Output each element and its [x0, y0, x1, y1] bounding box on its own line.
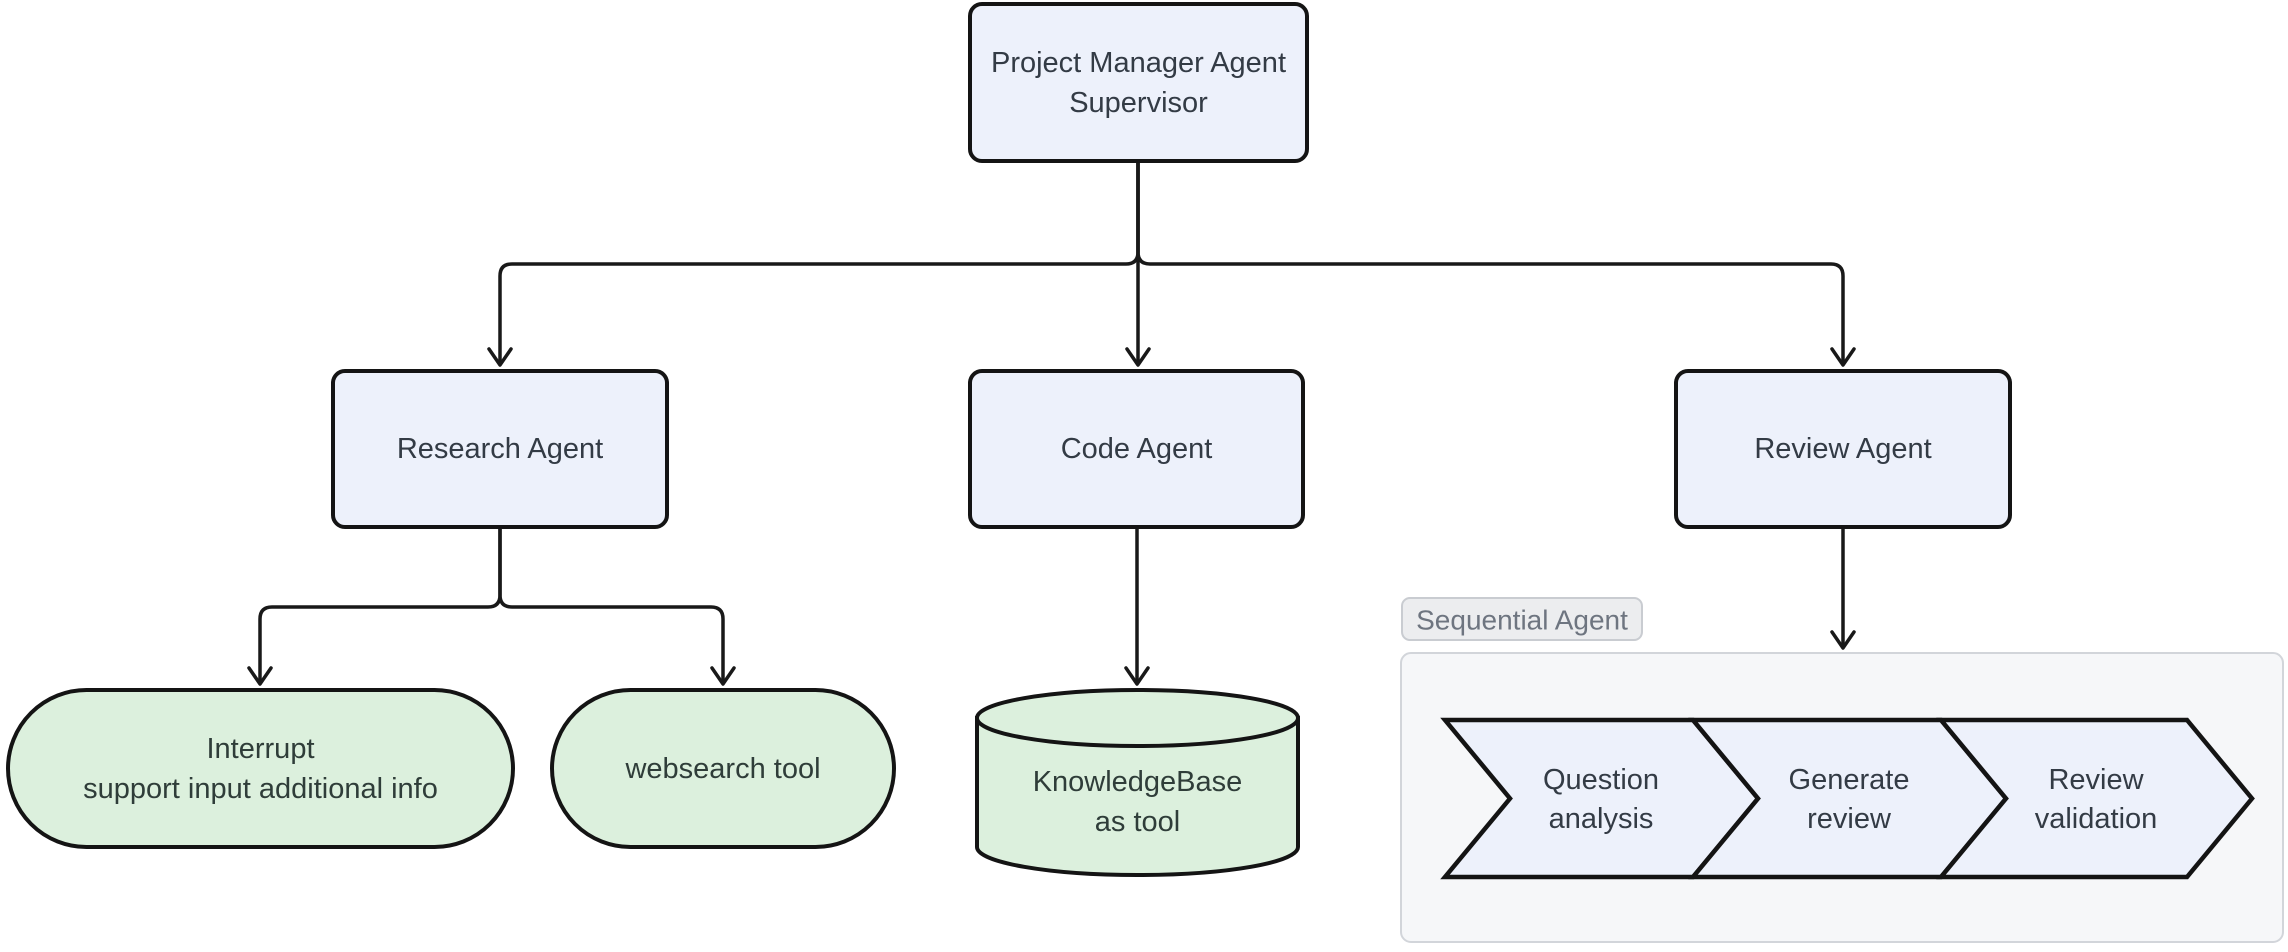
arrowhead-sequential [1830, 630, 1856, 650]
code-agent-label: Code Agent [1061, 433, 1213, 465]
knowledgebase-label-line1: KnowledgeBase [1033, 766, 1243, 798]
arrowhead-review [1830, 347, 1856, 367]
node-review-agent: Review Agent [1674, 369, 2012, 529]
node-code-agent: Code Agent [968, 369, 1305, 529]
research-agent-label: Research Agent [397, 433, 603, 465]
node-interrupt: Interrupt support input additional info [6, 688, 515, 849]
step-generate-review-line1: Generate [1789, 764, 1910, 796]
node-knowledgebase: KnowledgeBase as tool [975, 688, 1300, 877]
interrupt-label-line2: support input additional info [83, 773, 438, 805]
code-agent-box [968, 369, 1305, 529]
step-generate-review-line2: review [1807, 803, 1892, 835]
step-review-validation-line1: Review [2048, 764, 2144, 796]
arrowhead-code [1125, 347, 1151, 367]
knowledgebase-cylinder-body [975, 716, 1300, 877]
arrowhead-websearch [710, 666, 736, 686]
node-research-agent: Research Agent [331, 369, 669, 529]
arrowhead-interrupt [247, 666, 273, 686]
websearch-stadium [550, 688, 896, 849]
edge-research-to-interrupt [258, 527, 502, 683]
supervisor-label-line2: Supervisor [1069, 87, 1208, 119]
knowledgebase-cylinder-top [975, 688, 1300, 748]
supervisor-label-line1: Project Manager Agent [991, 47, 1286, 79]
sequential-agent-label: Sequential Agent [1416, 605, 1628, 636]
edge-supervisor-to-review [1136, 161, 1845, 364]
node-websearch-tool: websearch tool [550, 688, 896, 849]
step-review-validation-line2: validation [2035, 803, 2158, 835]
knowledgebase-label-line2: as tool [1095, 806, 1180, 838]
sequential-agent-cluster: Sequential Agent Question analysis Gener… [1400, 597, 2284, 943]
arrowhead-research [487, 347, 513, 367]
review-agent-label: Review Agent [1754, 433, 1931, 465]
step-review-validation-shape [1936, 717, 2255, 880]
edge-research-to-websearch [498, 527, 725, 683]
arrowhead-knowledgebase [1124, 666, 1150, 686]
edges [247, 161, 1856, 686]
nodes: Project Manager Agent Supervisor Researc… [6, 2, 2012, 877]
interrupt-stadium [6, 688, 515, 849]
step-question-analysis-line1: Question [1543, 764, 1659, 796]
edge-supervisor-to-research [498, 161, 1140, 364]
sequential-agent-label-box [1401, 597, 1643, 641]
node-project-manager-supervisor: Project Manager Agent Supervisor [968, 2, 1309, 163]
research-agent-box [331, 369, 669, 529]
review-agent-box [1674, 369, 2012, 529]
websearch-label: websearch tool [624, 753, 820, 785]
step-question-analysis-line2: analysis [1549, 803, 1654, 835]
supervisor-box [968, 2, 1309, 163]
interrupt-label-line1: Interrupt [207, 733, 315, 765]
